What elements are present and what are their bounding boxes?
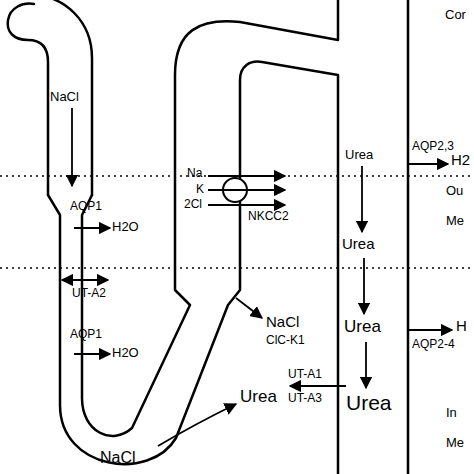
transporter-label: UT-A3 — [288, 392, 322, 404]
flux-arrow — [361, 166, 363, 232]
solute-label: Urea — [345, 148, 373, 161]
zone-label: Me — [446, 436, 464, 449]
flux-arrow — [208, 204, 285, 206]
zone-label: In — [446, 406, 457, 419]
solute-label: Urea — [342, 236, 375, 251]
water-label: H2 — [451, 152, 470, 167]
flux-arrow — [363, 258, 365, 314]
water-label: H — [456, 318, 467, 333]
flux-arrow — [62, 279, 108, 281]
tubule-wall — [407, 0, 410, 474]
solute-label: Urea — [240, 388, 277, 405]
flux-arrow — [71, 108, 73, 186]
flux-arrow — [408, 163, 448, 165]
transporter-label: AQP1 — [70, 200, 102, 212]
flux-arrow — [158, 404, 236, 446]
transporter-label: AQP2,3 — [412, 140, 454, 152]
transporter-symbol-label: ~ — [231, 183, 239, 197]
solute-label: Urea — [346, 392, 392, 413]
water-label: H2O — [112, 346, 139, 359]
transporter-label: AQP2-4 — [412, 338, 455, 350]
zone-label: Me — [446, 214, 464, 227]
transporter-label: UT-A2 — [72, 287, 106, 299]
zone-label: Cor — [445, 8, 466, 21]
transporter-label: UT-A1 — [288, 368, 322, 380]
ion-label: K — [196, 183, 204, 195]
solute-label: NaCl — [50, 90, 79, 103]
transporter-label: ClC-K1 — [266, 334, 305, 346]
flux-arrow — [365, 342, 367, 388]
tubule-wall — [8, 4, 48, 195]
flux-arrow — [74, 353, 110, 355]
flux-arrow — [208, 189, 285, 191]
flux-arrow — [408, 329, 452, 331]
transporter-label: AQP1 — [70, 328, 102, 340]
flux-arrow — [74, 227, 110, 229]
tubule-wall — [30, 0, 92, 195]
solute-label: NaCl — [266, 314, 299, 329]
solute-label: NaCl — [100, 450, 136, 466]
zone-label: Ou — [446, 184, 463, 197]
flux-arrow — [208, 175, 285, 177]
zone-boundary — [0, 267, 474, 269]
flux-arrow — [236, 298, 262, 318]
ion-label: 2Cl — [184, 198, 202, 210]
transporter-label: NKCC2 — [248, 210, 289, 222]
water-label: H2O — [112, 220, 139, 233]
ion-label: Na — [187, 167, 202, 179]
flux-arrow — [290, 385, 346, 387]
solute-label: Urea — [344, 318, 381, 335]
tubule-wall — [82, 0, 338, 436]
